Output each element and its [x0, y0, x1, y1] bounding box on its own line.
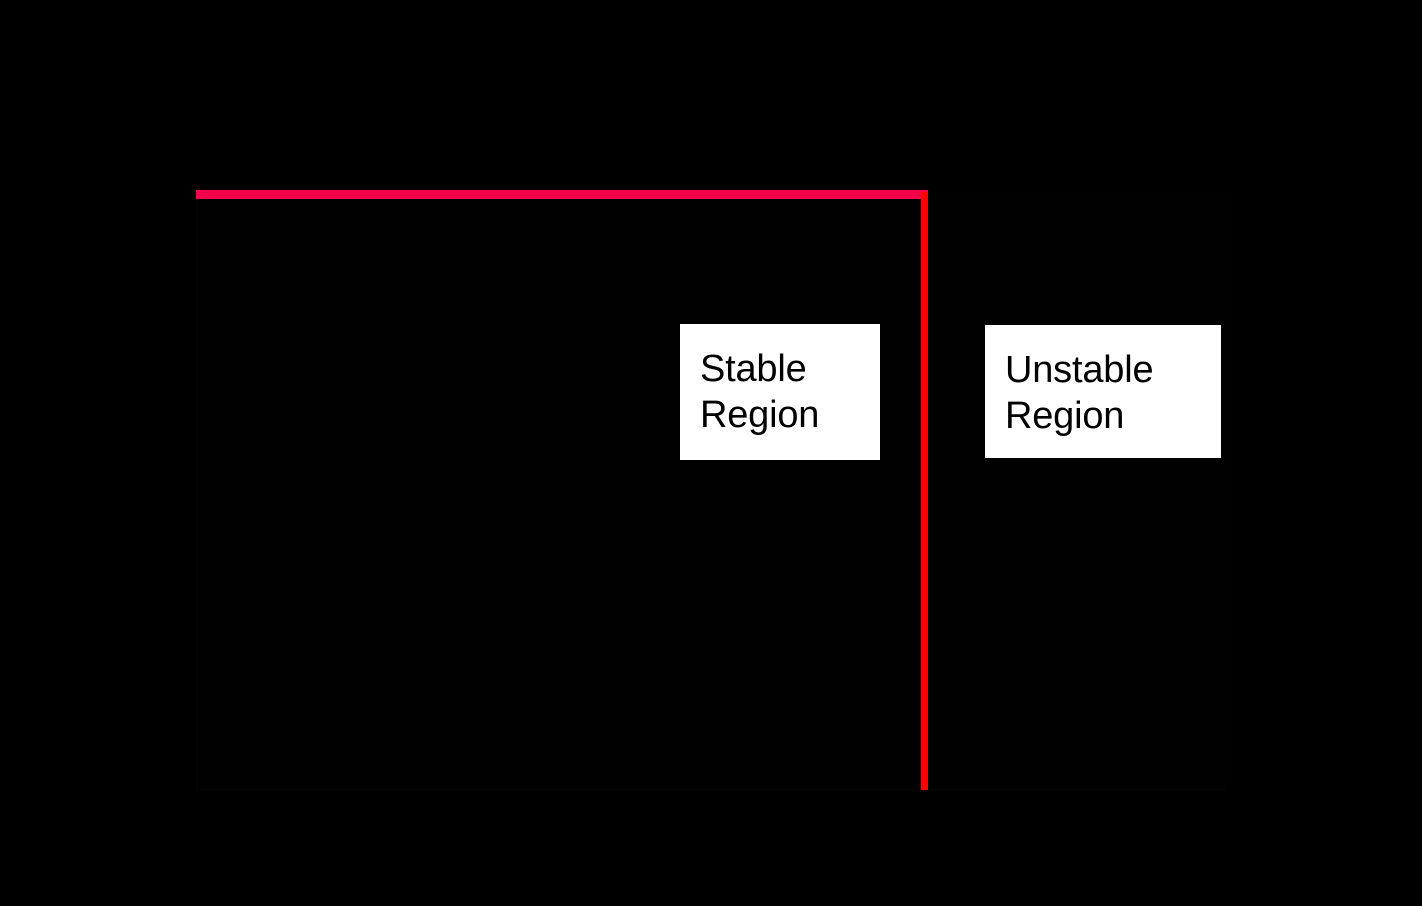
stability-boundary-horizontal-line: [196, 190, 928, 199]
plot-area: [196, 192, 1226, 790]
stability-boundary-vertical-line: [921, 192, 928, 790]
unstable-region-label: Unstable Region: [985, 325, 1221, 458]
stable-region-label: Stable Region: [680, 324, 880, 460]
